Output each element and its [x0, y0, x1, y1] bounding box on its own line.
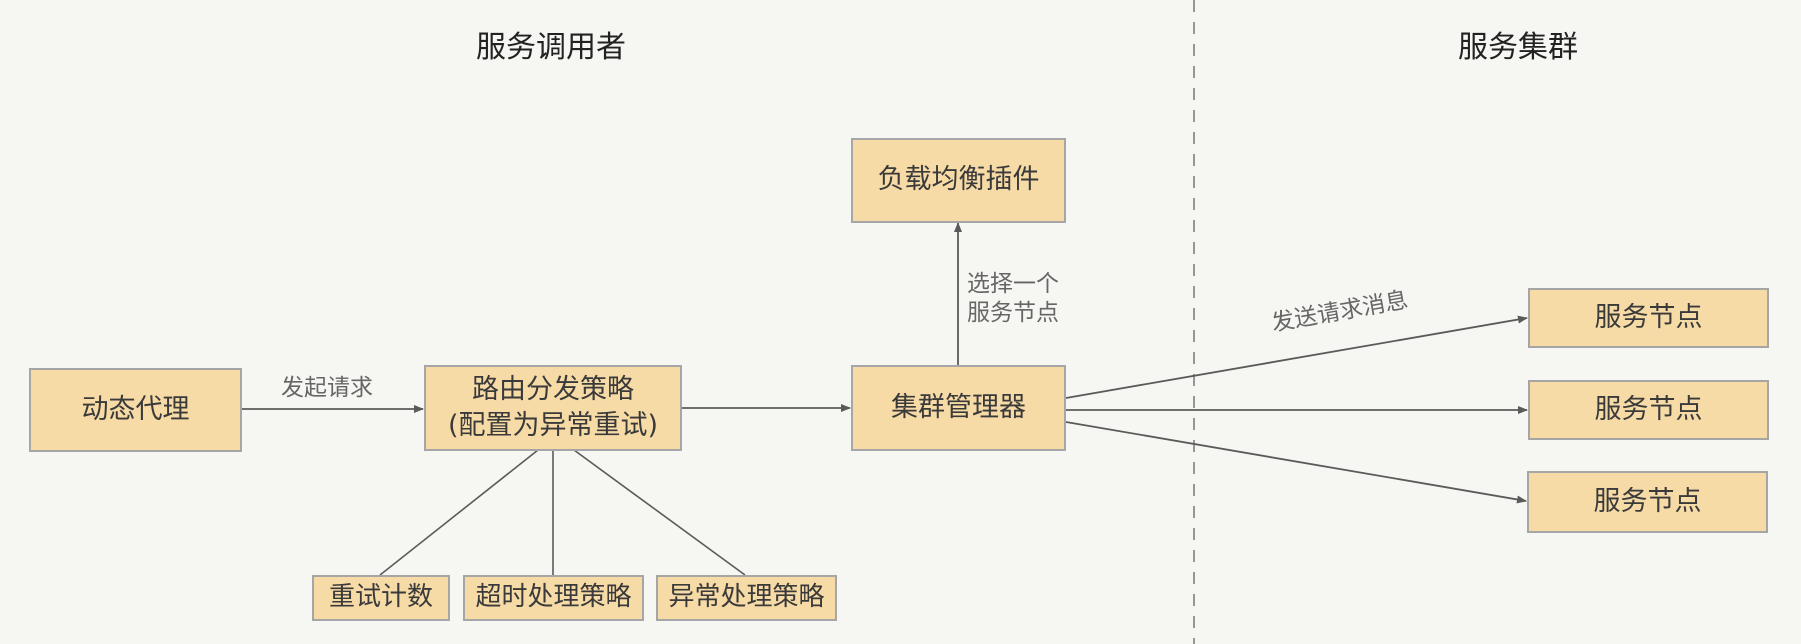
cluster-manager-node: 集群管理器 — [851, 365, 1066, 451]
service-node-2: 服务节点 — [1528, 380, 1769, 440]
cluster-manager-label: 集群管理器 — [891, 391, 1026, 423]
load-balancer-node: 负载均衡插件 — [851, 138, 1066, 223]
service-node-label: 服务节点 — [1593, 485, 1702, 517]
link-routing-to-exception — [573, 449, 746, 576]
retry-count-node: 重试计数 — [312, 575, 450, 621]
exception-policy-label: 异常处理策略 — [668, 582, 825, 613]
retry-count-label: 重试计数 — [328, 582, 433, 613]
arrow-cluster-node-3 — [1056, 416, 1527, 504]
routing-policy-node: 路由分发策略 (配置为异常重试) — [424, 365, 682, 451]
service-node-label: 服务节点 — [1594, 393, 1703, 425]
load-balancer-label: 负载均衡插件 — [877, 164, 1040, 196]
select-node-label-line2: 服务节点 — [967, 299, 1059, 326]
routing-policy-label: 路由分发策略 — [472, 373, 634, 405]
select-node-label-line1: 选择一个 — [967, 271, 1059, 297]
arrow-cluster-node-1 — [1056, 315, 1528, 404]
exception-policy-node: 异常处理策略 — [656, 575, 837, 621]
routing-policy-sublabel: (配置为异常重试) — [447, 410, 659, 441]
link-routing-to-retry — [379, 449, 539, 576]
dynamic-proxy-label: 动态代理 — [81, 393, 190, 425]
timeout-policy-label: 超时处理策略 — [475, 582, 632, 613]
caller-section-title: 服务调用者 — [476, 30, 626, 65]
service-node-3: 服务节点 — [1527, 471, 1768, 533]
dynamic-proxy-node: 动态代理 — [29, 368, 242, 452]
select-node-label: 选择一个 服务节点 — [967, 270, 1059, 328]
initiate-request-label: 发起请求 — [281, 375, 373, 401]
service-node-1: 服务节点 — [1528, 288, 1769, 348]
cluster-section-title: 服务集群 — [1458, 30, 1578, 65]
timeout-policy-node: 超时处理策略 — [463, 575, 644, 621]
service-node-label: 服务节点 — [1594, 301, 1703, 333]
